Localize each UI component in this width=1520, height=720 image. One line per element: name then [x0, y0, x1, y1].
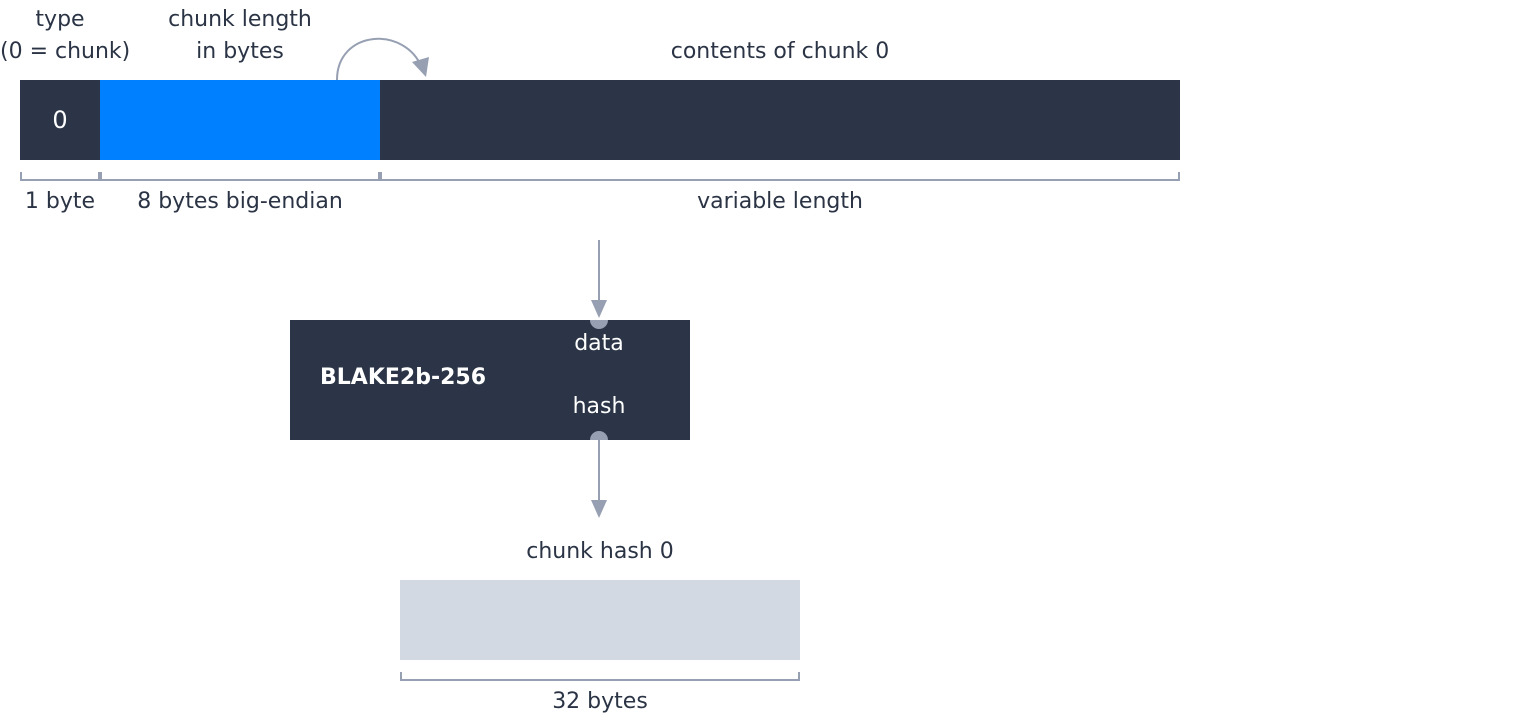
- type-label: type (0 = chunk): [0, 4, 131, 68]
- type-size-bracket: [20, 172, 100, 181]
- hash-output-port-dot: [590, 431, 608, 440]
- output-size-bracket: [400, 672, 800, 681]
- contents-size-label: variable length: [697, 189, 863, 214]
- output-label: chunk hash 0: [526, 539, 674, 564]
- output-hash-field: [400, 580, 800, 660]
- type-label-line2: (0 = chunk): [0, 39, 131, 64]
- hash-output-port-label: hash: [572, 394, 626, 419]
- length-to-contents-arrow: [336, 37, 423, 81]
- hash-input-port-dot: [590, 320, 608, 329]
- contents-size-bracket: [380, 172, 1180, 181]
- hash-input-port-label: data: [574, 331, 624, 356]
- type-field-value: 0: [52, 106, 68, 134]
- length-field: [100, 80, 380, 160]
- contents-field: [380, 80, 1180, 160]
- length-label-line1: chunk length: [168, 7, 312, 32]
- length-size-bracket: [100, 172, 380, 181]
- length-to-contents-arrowhead: [412, 57, 429, 77]
- hash-function-box: BLAKE2b-256 data hash: [290, 320, 690, 440]
- type-label-line1: type: [35, 7, 85, 32]
- type-size-label: 1 byte: [24, 189, 96, 214]
- hash-to-output-arrowhead: [591, 500, 607, 518]
- contents-label: contents of chunk 0: [670, 39, 890, 64]
- hash-function-name: BLAKE2b-256: [320, 365, 486, 390]
- length-size-label: 8 bytes big-endian: [137, 189, 343, 214]
- contents-to-hash-arrowhead: [591, 300, 607, 318]
- output-size-label: 32 bytes: [552, 689, 648, 714]
- length-label-line2: in bytes: [196, 39, 284, 64]
- type-field: 0: [20, 80, 100, 160]
- length-label: chunk length in bytes: [140, 4, 340, 68]
